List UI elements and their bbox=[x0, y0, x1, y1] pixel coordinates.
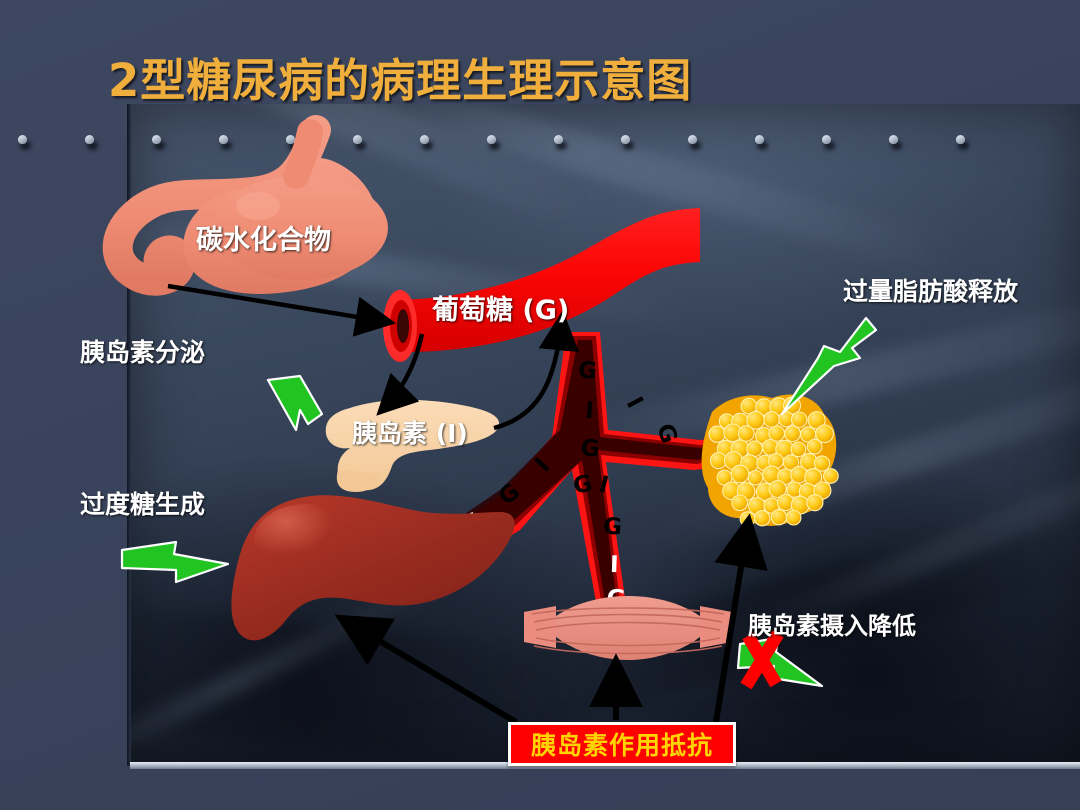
label-excess-ffa-release: 过量脂肪酸释放 bbox=[843, 277, 1019, 306]
stud-icon bbox=[822, 135, 835, 150]
stud-icon bbox=[688, 135, 701, 150]
stud-icon bbox=[286, 135, 299, 150]
insulin-resistance-label: 胰岛素作用抵抗 bbox=[530, 731, 713, 760]
label-reduced-insulin-uptake: 胰岛素摄入降低 bbox=[748, 612, 916, 640]
stud-icon bbox=[554, 135, 567, 150]
label-insulin-secretion: 胰岛素分泌 bbox=[80, 338, 206, 367]
stud-icon bbox=[889, 135, 902, 150]
stud-icon bbox=[152, 135, 165, 150]
stud-icon bbox=[755, 135, 768, 150]
page-title: 2型糖尿病的病理生理示意图 bbox=[108, 54, 693, 107]
panel-left-edge bbox=[127, 104, 131, 766]
label-hepatic-glucose-production: 过度糖生成 bbox=[80, 490, 206, 519]
label-glucose: 葡萄糖 (G) bbox=[432, 295, 570, 326]
stud-icon bbox=[353, 135, 366, 150]
label-insulin: 胰岛素 (I) bbox=[352, 419, 468, 448]
diagram-panel bbox=[130, 104, 1080, 766]
insulin-resistance-box: 胰岛素作用抵抗 bbox=[508, 722, 736, 766]
stud-icon bbox=[85, 135, 98, 150]
label-carbohydrate: 碳水化合物 bbox=[196, 225, 331, 256]
stud-icon bbox=[621, 135, 634, 150]
stud-icon bbox=[420, 135, 433, 150]
stud-icon bbox=[956, 135, 969, 150]
stud-icon bbox=[219, 135, 232, 150]
stud-icon bbox=[487, 135, 500, 150]
stud-icon bbox=[18, 135, 31, 150]
